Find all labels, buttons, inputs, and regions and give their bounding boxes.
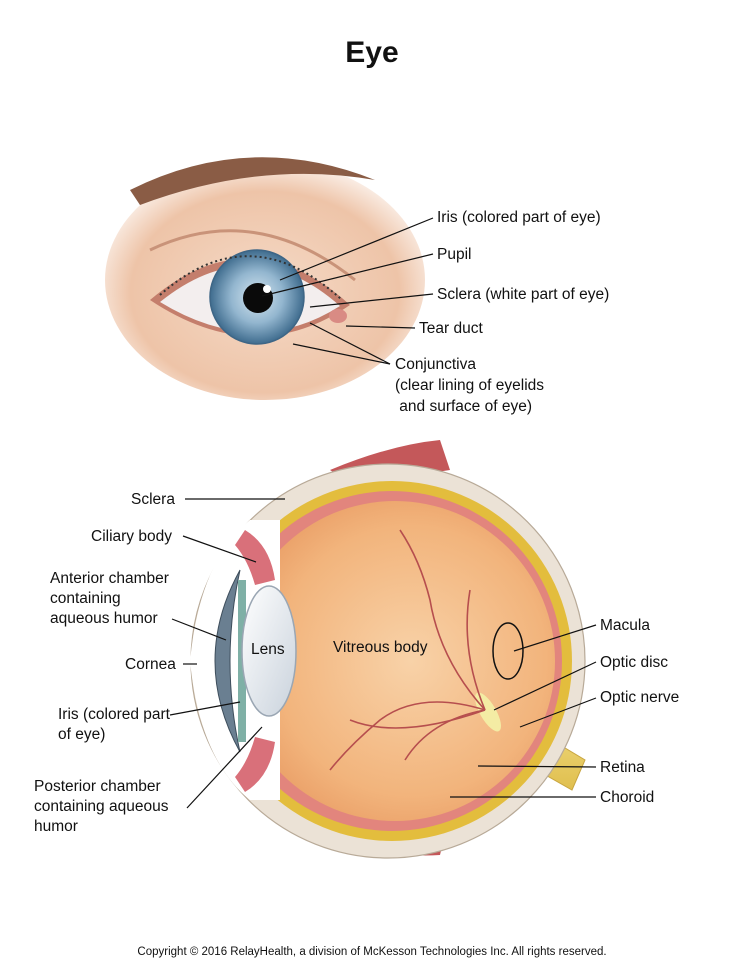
label-tear-duct: Tear duct <box>419 319 483 338</box>
label-sclera-front: Sclera (white part of eye) <box>437 285 609 304</box>
label-optic-nerve: Optic nerve <box>600 688 679 707</box>
pupil-highlight <box>263 285 271 293</box>
label-pupil: Pupil <box>437 245 471 264</box>
label-conjunctiva-line2: (clear lining of eyelids <box>395 376 544 395</box>
label-posterior-chamber-line3: humor <box>34 817 78 836</box>
label-iris-cross-line1: Iris (colored part <box>58 705 170 724</box>
label-optic-disc: Optic disc <box>600 653 668 672</box>
label-anterior-chamber-line1: Anterior chamber <box>50 569 169 588</box>
label-anterior-chamber-line3: aqueous humor <box>50 609 158 628</box>
tear-duct-front <box>329 309 347 323</box>
label-posterior-chamber-line1: Posterior chamber <box>34 777 161 796</box>
label-conjunctiva-line3: and surface of eye) <box>395 397 532 416</box>
page-title: Eye <box>0 36 744 70</box>
front-view-eye-illustration <box>105 157 425 400</box>
label-vitreous-body: Vitreous body <box>333 638 428 657</box>
label-lens: Lens <box>251 640 285 659</box>
label-posterior-chamber-line2: containing aqueous <box>34 797 168 816</box>
label-sclera-cross: Sclera <box>131 490 175 509</box>
label-macula: Macula <box>600 616 650 635</box>
label-retina: Retina <box>600 758 645 777</box>
label-iris-cross-line2: of eye) <box>58 725 105 744</box>
label-choroid: Choroid <box>600 788 654 807</box>
label-conjunctiva-line1: Conjunctiva <box>395 355 476 374</box>
copyright-notice: Copyright © 2016 RelayHealth, a division… <box>0 946 744 958</box>
label-anterior-chamber-line2: containing <box>50 589 121 608</box>
label-ciliary-body: Ciliary body <box>91 527 172 546</box>
label-iris-front: Iris (colored part of eye) <box>437 208 601 227</box>
label-cornea: Cornea <box>125 655 176 674</box>
